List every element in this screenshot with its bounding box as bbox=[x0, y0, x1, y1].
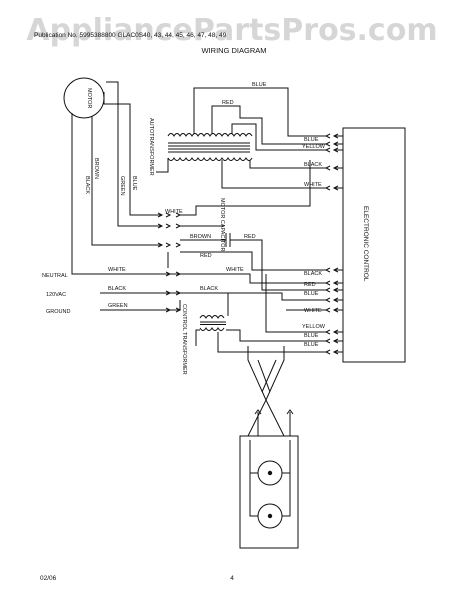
sensor-cables bbox=[247, 346, 291, 437]
supply-white-right-label: WHITE bbox=[226, 267, 244, 273]
neutral-label: NEUTRAL bbox=[42, 273, 68, 279]
sensor-dot bbox=[267, 470, 273, 476]
green-lead-label: GREEN bbox=[119, 176, 125, 196]
wire-brown-mid-label: BROWN bbox=[190, 234, 211, 240]
connector-arrow bbox=[324, 349, 331, 355]
control-wire-label: YELLOW bbox=[302, 324, 326, 330]
motor-capacitor bbox=[180, 225, 326, 291]
wire-red-label: RED bbox=[222, 100, 234, 106]
supply-black-right-label: BLACK bbox=[200, 286, 218, 292]
footer-page: 4 bbox=[230, 575, 234, 582]
wire-black-label: BLACK bbox=[304, 162, 322, 168]
control-wire-label: RED bbox=[304, 282, 316, 288]
control-wire-label: WHITE bbox=[304, 308, 322, 314]
autotransformer-label: AUTOTRANSFORMER bbox=[148, 118, 154, 176]
autotransformer-wires bbox=[156, 87, 326, 189]
motor: MOTOR bbox=[63, 77, 105, 119]
wire-blue-label: BLUE bbox=[304, 137, 319, 143]
supply-white-label: WHITE bbox=[108, 267, 126, 273]
watermark: AppliancePartsPros.com bbox=[26, 13, 437, 48]
control-secondary-wires bbox=[195, 309, 326, 353]
connector-arrow bbox=[324, 287, 331, 293]
blue-lead-label: BLUE bbox=[131, 176, 137, 191]
connector-arrow bbox=[324, 141, 331, 147]
ground-label: GROUND bbox=[46, 309, 70, 315]
wire-white-mid-label: WHITE bbox=[165, 209, 183, 215]
black-lead-label: BLACK bbox=[84, 176, 90, 194]
supply-connector-block bbox=[165, 271, 182, 313]
sensor-arrow-marks bbox=[254, 409, 294, 415]
left-connector-block bbox=[157, 212, 182, 248]
wire-red-cap-label: RED bbox=[244, 234, 256, 240]
connector-arrow bbox=[324, 185, 331, 191]
vac-label: 120VAC bbox=[46, 292, 66, 298]
connector-arrow bbox=[324, 147, 331, 153]
control-wire-label: BLUE bbox=[304, 333, 319, 339]
sensor-housing bbox=[239, 435, 299, 549]
motor-capacitor-label: MOTOR CAPACITOR bbox=[219, 198, 225, 252]
wire-white-label: WHITE bbox=[304, 182, 322, 188]
wire-red-mid-label: RED bbox=[200, 253, 212, 259]
control-connector-arrows bbox=[324, 133, 343, 355]
connector-arrow bbox=[324, 307, 331, 313]
electronic-control-label: ELECTRONIC CONTROL bbox=[362, 206, 369, 282]
connector-arrow bbox=[324, 165, 331, 171]
supply-lines bbox=[100, 273, 326, 333]
connector-arrow bbox=[324, 329, 331, 335]
control-wire-label: BLACK bbox=[304, 271, 322, 277]
footer-date: 02/06 bbox=[40, 575, 57, 582]
supply-black-label: BLACK bbox=[108, 286, 126, 292]
electronic-control: ELECTRONIC CONTROL bbox=[342, 127, 406, 363]
connector-arrow bbox=[324, 338, 331, 344]
diagram-title: WIRING DIAGRAM bbox=[202, 46, 267, 55]
control-transformer bbox=[199, 315, 226, 331]
control-transformer-label: CONTROL TRANSFORMER bbox=[181, 304, 187, 375]
connector-arrow bbox=[324, 267, 331, 273]
control-wire-labels: BLACK RED BLUE WHITE YELLOW BLUE BLUE bbox=[302, 271, 326, 348]
header-text: Publication No. 5995388800 GLAC0S40, 43,… bbox=[34, 32, 227, 39]
wire-yellow-label: YELLOW bbox=[302, 144, 326, 150]
sensor-dot bbox=[267, 513, 273, 519]
autotransformer bbox=[167, 133, 253, 161]
wire-blue-top-label: BLUE bbox=[252, 82, 267, 88]
supply-green-label: GREEN bbox=[108, 303, 128, 309]
control-wire-label: BLUE bbox=[304, 342, 319, 348]
connector-arrow bbox=[324, 280, 331, 286]
brown-lead-label: BROWN bbox=[93, 158, 99, 179]
motor-label: MOTOR bbox=[86, 88, 92, 108]
control-wire-label: BLUE bbox=[304, 291, 319, 297]
connector-arrow bbox=[324, 297, 331, 303]
connector-arrow bbox=[324, 133, 331, 139]
middle-wires bbox=[167, 160, 326, 271]
